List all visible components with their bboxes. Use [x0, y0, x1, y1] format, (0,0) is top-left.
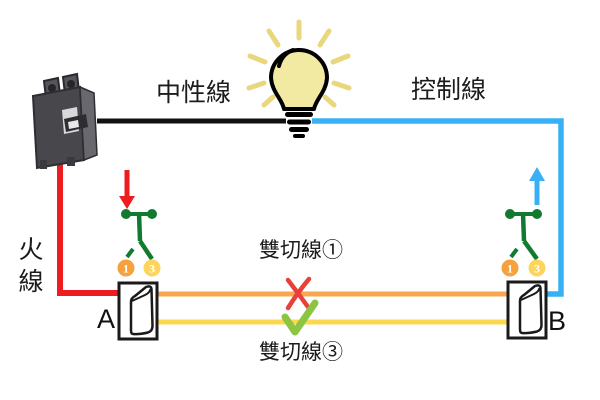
traveler-wire-3-label: 雙切線③ [259, 340, 343, 364]
breaker-screw-right [67, 80, 75, 88]
breaker-toggle-face [68, 120, 79, 129]
bulb-glass [269, 48, 329, 111]
control-wire [312, 118, 564, 297]
switch-b-mechanism-icon [505, 209, 542, 261]
circuit-breaker-icon [31, 72, 98, 170]
terminal-1-badge-a-label: 1 [123, 262, 129, 276]
neutral-wire-label: 中性線 [156, 80, 232, 107]
switch-a-mechanism-icon [121, 209, 157, 261]
terminal-1-badge-b [501, 259, 519, 277]
breaker-tab-left [40, 160, 47, 169]
breaker-body-side [79, 85, 98, 162]
switch-b-open-contact [509, 247, 519, 259]
switch-a-body [117, 281, 159, 341]
live-current-down-arrow [119, 170, 135, 209]
bulb-base [285, 112, 313, 138]
traveler-wire-1-label: 雙切線① [259, 238, 343, 262]
switch-a-closed-contact [138, 239, 154, 261]
breaker-tab-right [67, 157, 75, 166]
switch-b-closed-contact [522, 239, 539, 261]
breaker-screw-left [48, 84, 56, 92]
control-current-up-arrow [529, 167, 545, 205]
terminal-1-badge-a [117, 259, 135, 277]
light-bulb-icon [246, 19, 352, 138]
control-wire-label: 控制線 [411, 77, 487, 104]
live-wire [57, 150, 119, 296]
switch-a-label: A [97, 304, 116, 334]
check-mark-icon [281, 299, 319, 336]
terminal-1-badge-b-label: 1 [507, 262, 513, 276]
terminal-badges: 1 3 1 3 [117, 259, 546, 277]
switch-a-rocker-crease [131, 288, 152, 302]
terminal-3-badge-b [528, 259, 546, 277]
live-wire-label: 火線 [15, 236, 42, 300]
terminal-3-badge-a [143, 259, 161, 277]
bulb-rays [246, 19, 352, 108]
switch-b-label: B [548, 306, 567, 336]
switch-a-open-contact [125, 247, 135, 259]
switch-b-body [506, 280, 548, 340]
terminal-3-badge-b-label: 3 [534, 262, 540, 276]
terminal-3-badge-a-label: 3 [149, 262, 155, 276]
bulb-highlight [277, 48, 295, 68]
wrong-mark-icon [285, 276, 312, 311]
switch-b-rocker-crease [520, 287, 541, 301]
